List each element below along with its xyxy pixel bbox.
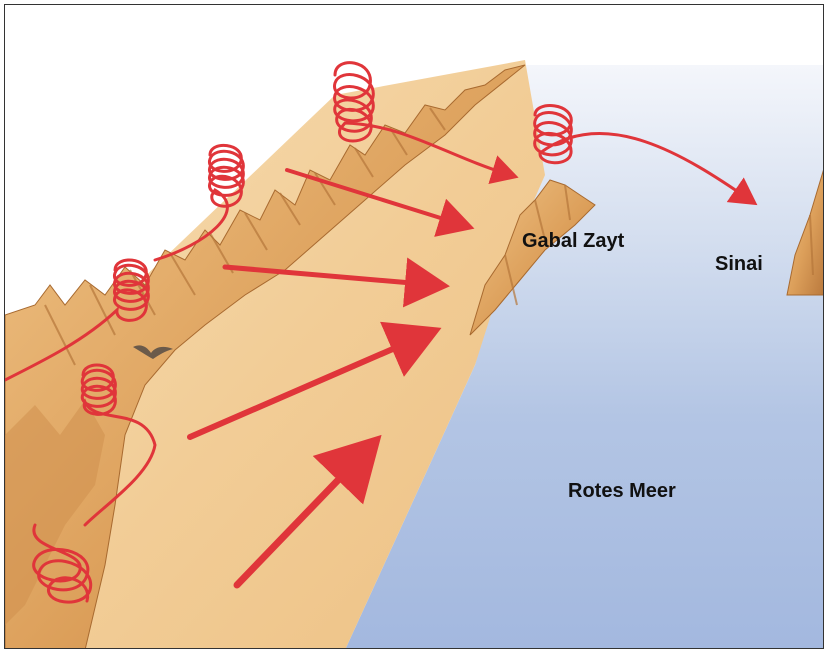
map-frame: Gabal Zayt Sinai Rotes Meer — [4, 4, 824, 649]
red-sea-label: Rotes Meer — [568, 480, 676, 503]
sinai-label: Sinai — [715, 253, 763, 276]
map-illustration — [5, 5, 824, 649]
gabal-zayt-label: Gabal Zayt — [522, 230, 624, 253]
